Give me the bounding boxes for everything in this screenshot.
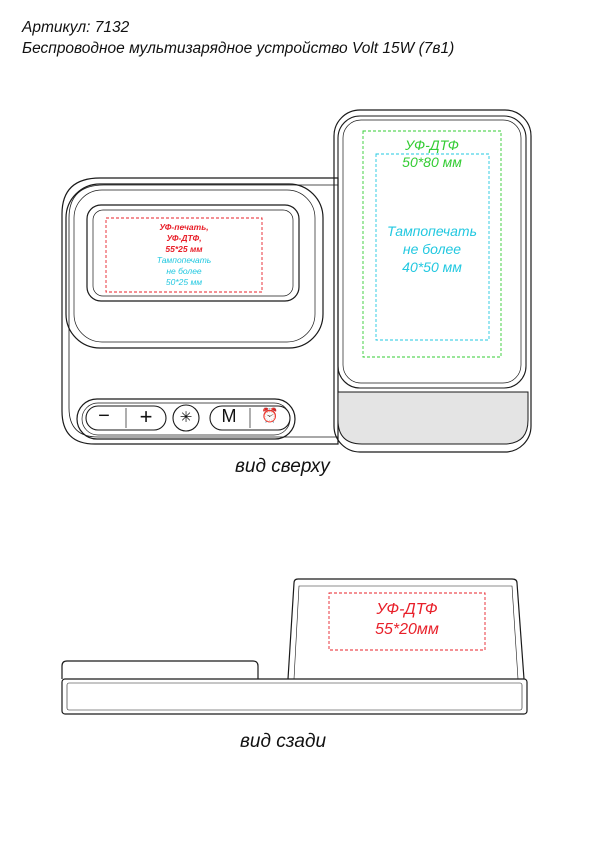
back-zone-label: УФ-ДТФ 55*20мм — [329, 600, 485, 640]
clock-zone-label: УФ-печать, УФ-ДТФ, 55*25 мм Тампопечать … — [106, 222, 262, 288]
clock-zone-pad-print: Тампопечать — [156, 255, 212, 265]
back-base-inner — [66, 682, 523, 711]
back-zone-title: УФ-ДТФ — [376, 601, 438, 618]
clock-housing — [65, 183, 324, 349]
back-view — [61, 578, 528, 715]
back-stand — [287, 578, 525, 680]
mode-button-icon: M — [221, 406, 237, 426]
clock-zone-pad-size: 50*25 мм — [165, 277, 203, 287]
clock-housing-inner — [73, 189, 316, 343]
dtf-zone-outline — [362, 130, 502, 358]
clock-print-zone-outline — [105, 217, 263, 293]
minus-button-icon: − — [98, 405, 110, 427]
alarm-clock-icon: ⏰ — [261, 407, 279, 423]
clock-zone-uv-size: 55*25 мм — [165, 244, 203, 254]
clock-zone-uv-dtf: УФ-ДТФ, — [166, 233, 202, 243]
back-zone-size: 55*20мм — [375, 621, 439, 638]
clock-screen — [86, 204, 300, 302]
stand-base-shadow — [337, 391, 529, 445]
clock-screen-inner — [92, 209, 294, 297]
minus-button-shape — [85, 405, 167, 431]
top-view-caption: вид сверху — [235, 456, 330, 477]
back-view-caption: вид сзади — [240, 731, 327, 752]
back-stand-inner — [293, 585, 519, 680]
pad-zone-method: Тампопечать — [387, 223, 477, 239]
back-print-zone-outline — [328, 592, 486, 651]
stand-outer — [333, 109, 532, 453]
button-strip — [76, 398, 296, 440]
mode-alarm-button-shape — [209, 405, 291, 431]
top-view — [61, 109, 532, 453]
stand-pad — [337, 115, 527, 389]
base-body — [61, 177, 339, 445]
back-base — [61, 678, 528, 715]
light-button-icon: ✳ — [179, 409, 193, 426]
pad-zone-limit: не более — [402, 241, 462, 257]
dtf-zone-label: УФ-ДТФ 50*80 мм — [363, 137, 501, 171]
plus-button-icon: + — [139, 404, 153, 429]
light-button-shape — [172, 404, 200, 432]
stand-pad-inner — [342, 119, 522, 384]
product-title: Беспроводное мультизарядное устройство V… — [22, 40, 455, 57]
pad-print-zone-outline — [375, 153, 490, 341]
back-clock-block — [61, 660, 259, 679]
pad-zone-size: 40*50 мм — [402, 259, 462, 275]
dtf-zone-size: 50*80 мм — [402, 154, 462, 170]
clock-zone-pad-limit: не более — [166, 266, 202, 276]
clock-zone-uv-print: УФ-печать, — [159, 222, 209, 232]
article-number: Артикул: 7132 — [22, 19, 130, 36]
pad-zone-label: Тампопечать не более 40*50 мм — [363, 222, 501, 276]
dtf-zone-title: УФ-ДТФ — [405, 137, 459, 153]
